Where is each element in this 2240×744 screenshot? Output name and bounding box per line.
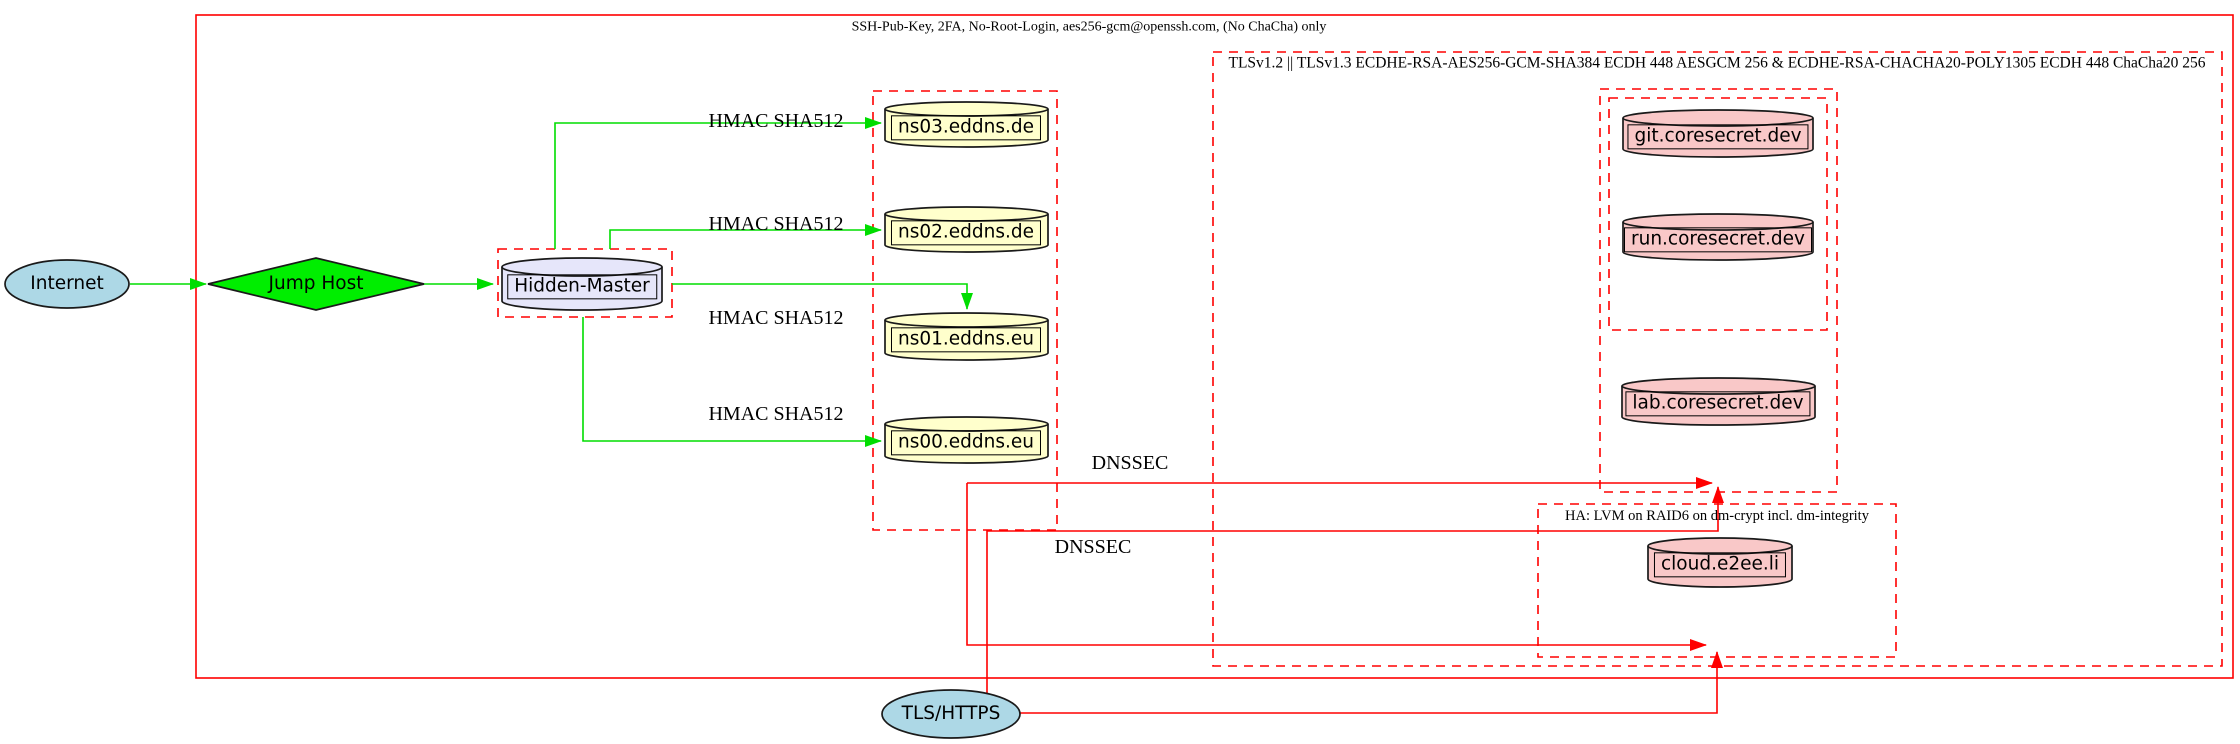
ns01-cylinder bbox=[884, 312, 1049, 361]
tls-https-node-shape bbox=[881, 689, 1021, 739]
edge-label-dnssec-secrets: DNSSEC bbox=[1091, 452, 1169, 474]
ssh-cluster-label: SSH-Pub-Key, 2FA, No-Root-Login, aes256-… bbox=[851, 19, 1327, 35]
jumphost-diamond-shape bbox=[207, 257, 425, 311]
run-cylinder-lip bbox=[1622, 221, 1814, 231]
tls-cluster-box bbox=[1212, 51, 2223, 667]
nameserver-cluster-box bbox=[872, 90, 1058, 531]
git-cylinder bbox=[1622, 109, 1814, 158]
edge-hiddenmaster-to-ns02 bbox=[609, 224, 882, 249]
ns01-cylinder-lip bbox=[884, 319, 1049, 328]
cloud-cylinder bbox=[1647, 537, 1793, 588]
lab-cylinder-lip bbox=[1621, 385, 1816, 395]
hidden-master-cylinder bbox=[501, 257, 663, 311]
edge-label-dnssec-ha: DNSSEC bbox=[1054, 536, 1132, 558]
ha-cluster-label: HA: LVM on RAID6 on dm-crypt incl. dm-in… bbox=[1565, 508, 1869, 525]
ssh-cluster-box bbox=[195, 14, 2234, 679]
hidden-master-cluster-box bbox=[497, 248, 673, 318]
git-cylinder-lip bbox=[1622, 117, 1814, 127]
edge-tls-to-ha bbox=[1019, 651, 1723, 714]
cloud-node-label: cloud.e2ee.li bbox=[1653, 552, 1787, 578]
ns01-node-label: ns01.eddns.eu bbox=[890, 327, 1042, 353]
edge-hiddenmaster-to-ns01 bbox=[672, 283, 973, 310]
hidden-master-cylinder-lip bbox=[501, 266, 663, 277]
hidden-master-node-label: Hidden-Master bbox=[507, 274, 657, 300]
ns02-cylinder-body bbox=[884, 206, 1049, 253]
run-cylinder-body bbox=[1622, 213, 1814, 261]
ns03-node-label: ns03.eddns.de bbox=[890, 115, 1042, 141]
secrets-inner-cluster-box bbox=[1608, 97, 1828, 331]
cloud-cylinder-lip bbox=[1647, 545, 1793, 555]
lab-node-label: lab.coresecret.dev bbox=[1625, 391, 1811, 417]
ns03-cylinder-body bbox=[884, 101, 1049, 148]
hidden-master-cylinder-body bbox=[501, 257, 663, 311]
ns01-cylinder-body bbox=[884, 312, 1049, 361]
internet-node-label: Internet bbox=[30, 272, 104, 294]
ns02-node-label: ns02.eddns.de bbox=[890, 220, 1042, 246]
edge-label-hmac-ns02: HMAC SHA512 bbox=[708, 213, 844, 235]
run-cylinder bbox=[1622, 213, 1814, 261]
edge-hiddenmaster-to-ns00 bbox=[582, 317, 882, 447]
edge-label-hmac-ns01: HMAC SHA512 bbox=[708, 307, 844, 329]
lab-cylinder bbox=[1621, 377, 1816, 426]
git-cylinder-body bbox=[1622, 109, 1814, 158]
ns00-node-label: ns00.eddns.eu bbox=[890, 430, 1042, 456]
tls-cluster-label: TLSv1.2 || TLSv1.3 ECDHE-RSA-AES256-GCM-… bbox=[1228, 54, 2206, 72]
run-node-label: run.coresecret.dev bbox=[1624, 227, 1812, 253]
lab-cylinder-body bbox=[1621, 377, 1816, 426]
jumphost-node-label: Jump Host bbox=[268, 272, 364, 294]
edge-label-hmac-ns03: HMAC SHA512 bbox=[708, 110, 844, 132]
edge-dnssec-to-ha bbox=[966, 483, 1707, 651]
edge-hiddenmaster-to-ns03 bbox=[554, 117, 882, 249]
internet-node-shape bbox=[4, 259, 130, 309]
cloud-cylinder-body bbox=[1647, 537, 1793, 588]
git-node-label: git.coresecret.dev bbox=[1627, 124, 1809, 150]
ns00-cylinder-body bbox=[884, 416, 1049, 464]
edge-tls-to-secrets bbox=[986, 486, 1724, 694]
tls-https-node-label: TLS/HTTPS bbox=[901, 702, 1001, 724]
edge-label-hmac-ns00: HMAC SHA512 bbox=[708, 403, 844, 425]
